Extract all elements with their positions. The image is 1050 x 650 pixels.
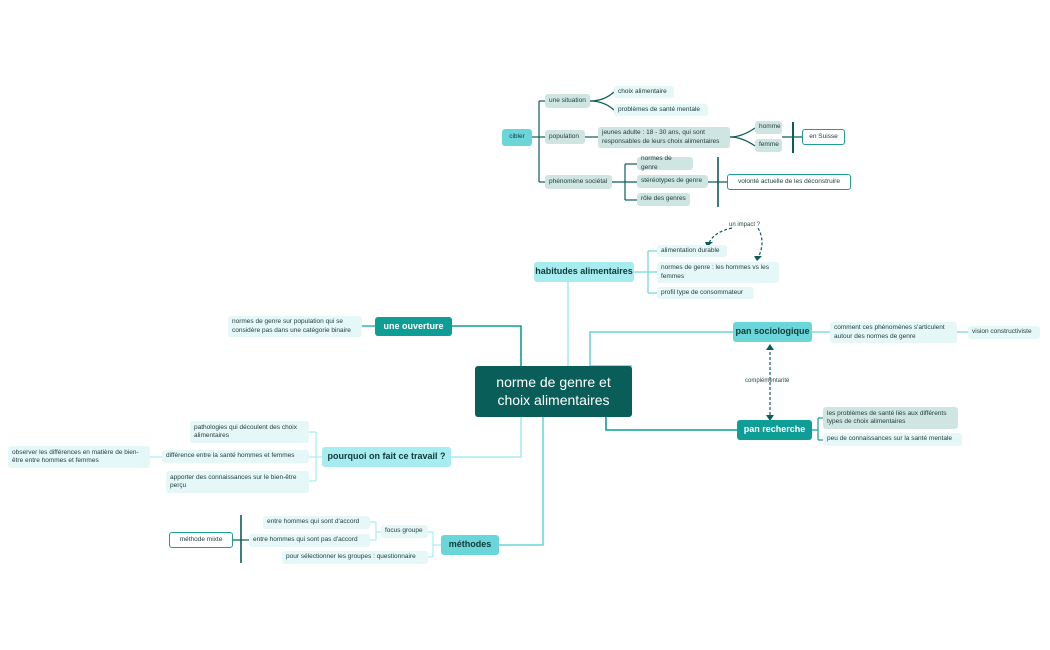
- relation-label-complementarite: complémentarité: [745, 378, 790, 384]
- situation-item-2[interactable]: problèmes de santé mentale: [614, 104, 708, 116]
- topic-habitudes[interactable]: habitudes alimentaires: [534, 262, 634, 282]
- sociologique-sub[interactable]: vision constructiviste: [968, 326, 1040, 339]
- focus-item-1[interactable]: entre hommes qui sont d'accord: [263, 516, 370, 529]
- topic-recherche[interactable]: pan recherche: [737, 420, 812, 440]
- summary-en-suisse[interactable]: en Suisse: [802, 129, 845, 145]
- methodes-focus[interactable]: focus groupe: [381, 525, 428, 538]
- population-detail[interactable]: jeunes adulte : 18 - 30 ans, qui sont re…: [598, 127, 730, 148]
- habitudes-item-2[interactable]: normes de genre : les hommes vs les femm…: [657, 262, 779, 283]
- recherche-item-1[interactable]: les problèmes de santé liés aux différen…: [823, 407, 958, 429]
- root-node[interactable]: norme de genre et choix alimentaires: [475, 366, 632, 417]
- pourquoi-sub[interactable]: observer les différences en matière de b…: [8, 446, 150, 468]
- habitudes-item-3[interactable]: profil type de consommateur: [657, 287, 754, 299]
- sociologique-item-1[interactable]: comment ces phénomènes s'articulent auto…: [830, 322, 957, 343]
- phenomene-item-3[interactable]: rôle des genres: [637, 193, 690, 206]
- situation-item-1[interactable]: choix alimentaire: [614, 86, 674, 98]
- topic-cibler[interactable]: cibler: [502, 129, 532, 146]
- subtopic-population[interactable]: population: [545, 130, 585, 144]
- recherche-item-2[interactable]: peu de connaissances sur la santé mental…: [823, 433, 962, 446]
- habitudes-item-1[interactable]: alimentation durable: [657, 245, 727, 257]
- phenomene-item-2[interactable]: stéréotypes de genre: [637, 175, 708, 188]
- gender-homme[interactable]: homme: [755, 121, 782, 134]
- focus-item-2[interactable]: entre hommes qui sont pas d'accord: [249, 534, 370, 547]
- pourquoi-item-3[interactable]: apporter des connaissances sur le bien-ê…: [166, 471, 309, 493]
- topic-sociologique[interactable]: pan sociologique: [733, 322, 812, 342]
- topic-pourquoi[interactable]: pourquoi on fait ce travail ?: [322, 447, 451, 467]
- subtopic-situation[interactable]: une situation: [545, 94, 590, 108]
- ouverture-item-1[interactable]: normes de genre sur population qui se co…: [228, 316, 362, 337]
- pourquoi-item-1[interactable]: pathologies qui découlent des choix alim…: [190, 421, 309, 443]
- topic-methodes[interactable]: méthodes: [441, 535, 499, 555]
- methodes-selection[interactable]: pour sélectionner les groupes : question…: [282, 551, 428, 564]
- topic-ouverture[interactable]: une ouverture: [375, 317, 452, 336]
- subtopic-phenomene[interactable]: phénomène sociétal: [545, 175, 612, 189]
- relation-label-impact: un impact ?: [729, 222, 761, 228]
- phenomene-item-1[interactable]: normes de genre: [637, 155, 693, 171]
- summary-deconstruire[interactable]: volonté actuelle de les déconstruire: [727, 174, 851, 190]
- gender-femme[interactable]: femme: [755, 139, 782, 152]
- summary-methode-mixte[interactable]: méthode mixte: [169, 532, 233, 548]
- pourquoi-item-2[interactable]: différence entre la santé hommes et femm…: [162, 450, 309, 463]
